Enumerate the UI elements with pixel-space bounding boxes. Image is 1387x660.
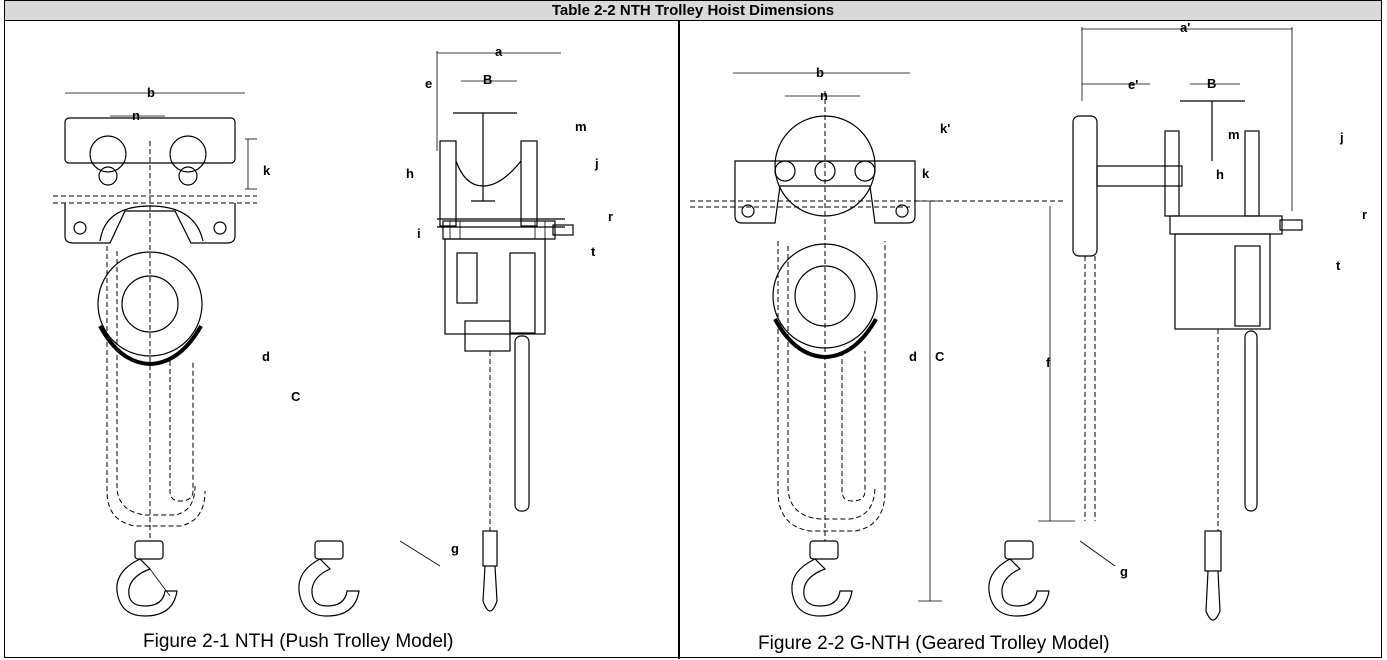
dim-label-r: r xyxy=(608,209,613,224)
dim-label-e-prime: e' xyxy=(1128,77,1138,92)
dim-label-n-2: n xyxy=(820,88,828,103)
dim-label-C-2: C xyxy=(935,349,945,364)
dim-label-n: n xyxy=(132,108,140,123)
push-trolley-side-view xyxy=(298,51,574,617)
dim-label-i: i xyxy=(417,226,421,241)
dim-label-C: C xyxy=(291,389,301,404)
dim-label-d-2: d xyxy=(909,349,917,364)
table-title: Table 2-2 NTH Trolley Hoist Dimensions xyxy=(5,1,1381,21)
geared-trolley-front-view xyxy=(690,72,1065,617)
figure-1-caption: Figure 2-1 NTH (Push Trolley Model) xyxy=(143,631,454,652)
dim-label-d: d xyxy=(262,349,270,364)
dim-label-k: k xyxy=(263,163,271,178)
dim-label-h-2: h xyxy=(1216,167,1224,182)
dim-label-m: m xyxy=(575,119,587,134)
dim-label-a-prime: a' xyxy=(1180,21,1190,35)
dim-label-e: e xyxy=(425,76,432,91)
geared-trolley-side-view xyxy=(988,27,1303,621)
dim-label-m-2: m xyxy=(1228,127,1240,142)
dim-label-g-2: g xyxy=(1120,564,1128,579)
push-trolley-front-view xyxy=(53,117,257,617)
dim-label-g: g xyxy=(451,541,459,556)
dim-label-b-2: b xyxy=(816,65,824,80)
dim-label-t-2: t xyxy=(1336,258,1341,273)
dim-label-j: j xyxy=(594,156,599,171)
dim-label-h: h xyxy=(406,166,414,181)
dim-label-j-2: j xyxy=(1339,130,1344,145)
dim-label-a: a xyxy=(495,44,503,59)
dim-label-r-2: r xyxy=(1362,207,1367,222)
dim-label-f: f xyxy=(1046,355,1051,370)
dim-label-k-2: k xyxy=(922,166,930,181)
figure-2-caption: Figure 2-2 G-NTH (Geared Trolley Model) xyxy=(758,633,1110,654)
dim-label-b: b xyxy=(147,85,155,100)
dim-label-B: B xyxy=(483,72,492,87)
dim-label-k-prime: k' xyxy=(940,121,950,136)
dimension-table: Table 2-2 NTH Trolley Hoist Dimensions xyxy=(4,0,1382,659)
dim-label-B-2: B xyxy=(1207,76,1216,91)
figure-geared-trolley-drawing: b n k' k d C f xyxy=(690,21,1367,621)
figure-push-trolley-drawing: b n k d C xyxy=(53,44,613,617)
column-divider xyxy=(678,21,680,659)
dim-label-t: t xyxy=(591,244,596,259)
